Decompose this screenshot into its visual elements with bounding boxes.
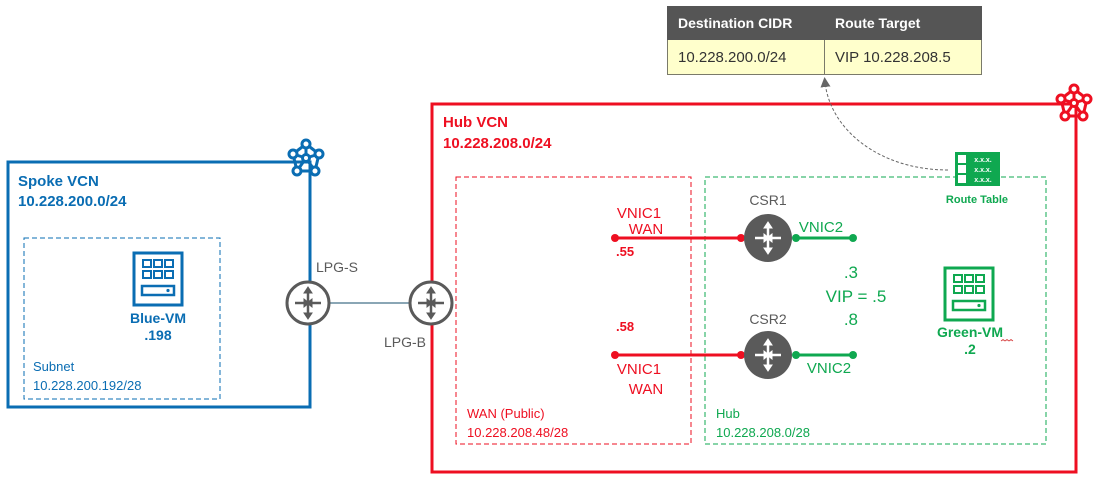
csr1-router-icon[interactable]: [744, 214, 792, 262]
wan-subnet-cidr: 10.228.208.48/28: [467, 425, 568, 440]
route-table-popup: Destination CIDR Route Target 10.228.200…: [667, 6, 982, 75]
csr2-vnic1-endpoint: [611, 351, 619, 359]
csr2-vnic2-endpoint: [849, 351, 857, 359]
csr1-vnic2-label: VNIC2: [799, 219, 843, 236]
csr2-router-icon[interactable]: [744, 331, 792, 379]
green-vm-icon[interactable]: [943, 266, 995, 322]
csr2-vnic1-sub: WAN: [629, 381, 663, 398]
hub-subnet-cidr: 10.228.208.0/28: [716, 425, 810, 440]
route-table-header-row: Destination CIDR Route Target: [667, 6, 982, 40]
spoke-vcn-network-icon: [287, 138, 325, 177]
blue-vm-ip: .198: [144, 327, 171, 343]
csr2-vnic1-ip: .58: [616, 319, 634, 334]
csr2-vnic1-port: [737, 351, 745, 359]
green-vm-name: Green-VM: [937, 324, 1003, 340]
column-header-route-target: Route Target: [824, 6, 982, 40]
svg-text:x.x.x.: x.x.x.: [974, 177, 992, 184]
hub-vcn-network-icon: [1055, 83, 1093, 122]
hub-subnet-label: Hub: [716, 406, 740, 421]
csr1-name: CSR1: [749, 192, 787, 208]
csr1-vnic2-ip: .3: [844, 263, 858, 282]
csr2-vnic1-label: VNIC1: [617, 361, 661, 378]
csr2-vnic2-port: [792, 351, 800, 359]
csr1-vnic1-label: VNIC1: [617, 205, 661, 222]
destination-cidr-cell: 10.228.200.0/24: [667, 39, 825, 75]
csr1-vnic2-endpoint: [849, 234, 857, 242]
spoke-vcn-title: Spoke VCN: [18, 173, 99, 190]
lpg-spoke-router-icon[interactable]: [285, 280, 331, 326]
lpg-hub-label: LPG-B: [384, 334, 426, 350]
hub-vcn-title: Hub VCN: [443, 114, 508, 131]
vip-label: VIP = .5: [826, 287, 887, 306]
spoke-vcn-cidr: 10.228.200.0/24: [18, 193, 127, 210]
wan-subnet-boundary: [455, 176, 692, 445]
table-row: 10.228.200.0/24 VIP 10.228.208.5: [667, 39, 982, 75]
lpg-hub-router-icon[interactable]: [408, 280, 454, 326]
hub-vcn-cidr: 10.228.208.0/24: [443, 135, 552, 152]
csr2-name: CSR2: [749, 311, 787, 327]
csr2-vnic2-label: VNIC2: [807, 360, 851, 377]
wan-subnet-label: WAN (Public): [467, 406, 545, 421]
green-vm-ip: .2: [964, 341, 976, 357]
blue-vm-name: Blue-VM: [130, 310, 186, 326]
lpg-spoke-label: LPG-S: [316, 259, 358, 275]
csr1-vnic1-port: [737, 234, 745, 242]
spellcheck-underline: [1000, 339, 1014, 342]
svg-text:x.x.x.: x.x.x.: [974, 157, 992, 164]
route-table-icon[interactable]: x.x.x. x.x.x. x.x.x.: [955, 152, 1000, 186]
spoke-subnet-boundary: [23, 237, 221, 400]
csr1-vnic1-ip: .55: [616, 244, 634, 259]
column-header-destination-cidr: Destination CIDR: [667, 6, 825, 40]
csr1-vnic2-port: [792, 234, 800, 242]
hub-subnet-boundary: [704, 176, 1047, 445]
csr1-vnic1-sub: WAN: [629, 221, 663, 238]
route-target-cell: VIP 10.228.208.5: [824, 39, 982, 75]
route-table-label: Route Table: [946, 194, 1008, 206]
csr2-vnic2-ip: .8: [844, 310, 858, 329]
spoke-subnet-label: Subnet: [33, 359, 75, 374]
route-table-pointer-arrow: [820, 77, 949, 171]
svg-text:x.x.x.: x.x.x.: [974, 167, 992, 174]
spoke-subnet-cidr: 10.228.200.192/28: [33, 378, 141, 393]
csr1-vnic1-endpoint: [611, 234, 619, 242]
blue-vm-icon[interactable]: [132, 251, 184, 307]
